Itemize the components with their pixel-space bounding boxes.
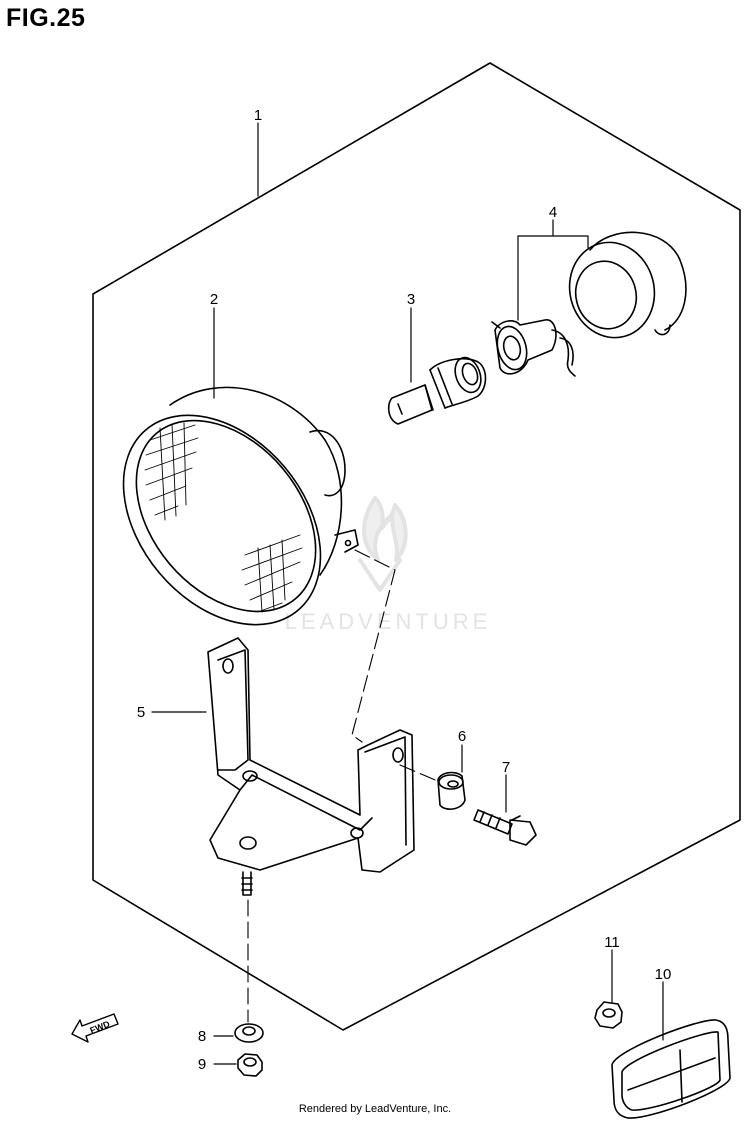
callout-9: 9 [198,1056,206,1073]
callout-1: 1 [254,107,262,124]
position-lamp[interactable] [491,231,687,377]
reflector[interactable] [611,1019,731,1119]
fwd-direction-marker: FWD [71,1013,119,1043]
nut[interactable] [237,1053,263,1077]
callout-4: 4 [549,204,557,221]
headlamp-bulb[interactable] [387,354,487,425]
dashed-guides [247,549,441,1023]
headlamp-bracket[interactable] [207,637,415,896]
watermark-text: LEADVENTURE [285,609,492,634]
callout-6: 6 [458,728,466,745]
reflector-nut[interactable] [594,1001,623,1029]
grommet[interactable] [437,771,466,810]
callout-7: 7 [502,759,510,776]
callout-2: 2 [210,291,218,308]
bolt[interactable] [473,809,537,846]
callout-10: 10 [655,966,672,983]
callout-5: 5 [137,704,145,721]
footer-text: Rendered by LeadVenture, Inc. [298,1103,452,1115]
callout-3: 3 [407,291,415,308]
callout-11: 11 [604,934,620,951]
leader-lines [151,122,664,1065]
figure-title: FIG.25 [6,4,86,32]
headlamp-unit[interactable] [83,377,360,663]
washer[interactable] [234,1023,264,1043]
footer-credit: Rendered by LeadVenture, Inc. [0,1103,750,1115]
watermark-logo [358,496,408,592]
fwd-label: FWD [88,1019,111,1036]
callout-8: 8 [198,1028,206,1045]
assembly-outline [92,62,741,1031]
